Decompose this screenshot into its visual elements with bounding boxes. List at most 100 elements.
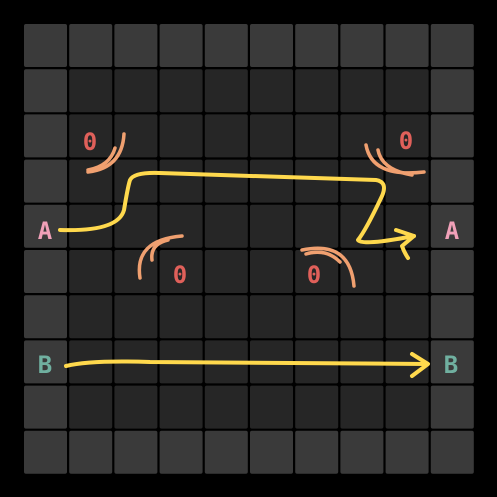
board-tile xyxy=(69,295,113,339)
board-tile xyxy=(24,114,67,158)
guard-label: 0 xyxy=(399,127,413,155)
board-tile xyxy=(24,295,67,339)
board-tile xyxy=(204,385,248,429)
guard-label: 0 xyxy=(83,128,97,156)
guard-label: 0 xyxy=(307,261,321,289)
board-tile xyxy=(250,159,293,203)
guard-sensors xyxy=(86,132,426,288)
board-tile xyxy=(114,430,158,474)
path-a xyxy=(58,170,416,245)
sensor-arc-3b xyxy=(137,234,184,280)
board-tile xyxy=(114,24,158,67)
board-tile xyxy=(24,430,67,474)
sensor-arc-2b xyxy=(364,143,426,175)
board-tile xyxy=(385,114,429,158)
board-tile xyxy=(430,69,474,113)
board-tile xyxy=(159,69,203,113)
board-tile xyxy=(430,250,474,293)
board-tile xyxy=(295,295,339,339)
board-tile xyxy=(204,159,248,203)
board-tile xyxy=(430,24,474,67)
board-tile xyxy=(430,204,474,248)
board-tile xyxy=(69,430,113,474)
board-tile xyxy=(250,114,293,158)
board-tile xyxy=(385,159,429,203)
board-tile xyxy=(295,159,339,203)
board-tile xyxy=(430,430,474,474)
board-tile xyxy=(250,69,293,113)
board-tile xyxy=(204,69,248,113)
sensor-arc-3a xyxy=(150,238,170,262)
board-tile xyxy=(295,204,339,248)
board-tile xyxy=(69,385,113,429)
board-tile xyxy=(159,250,203,293)
board-tile xyxy=(430,159,474,203)
board-tile xyxy=(340,114,384,158)
board-tile xyxy=(159,24,203,67)
board-tile xyxy=(159,159,203,203)
board-tile xyxy=(250,204,293,248)
board-tile xyxy=(24,385,67,429)
board-tile xyxy=(114,159,158,203)
label-b-left: B xyxy=(38,351,52,379)
board-tile xyxy=(69,250,113,293)
path-a-arrowhead xyxy=(394,228,416,260)
path-b-arrowhead xyxy=(410,352,430,378)
sensor-arc-4b xyxy=(300,246,356,288)
board-tile xyxy=(114,295,158,339)
board-tile xyxy=(114,250,158,293)
board-tile xyxy=(340,250,384,293)
board-tile xyxy=(385,385,429,429)
board-tile xyxy=(385,204,429,248)
label-a-right: A xyxy=(445,217,460,245)
board-tile xyxy=(340,69,384,113)
board-tile xyxy=(114,385,158,429)
board-tile xyxy=(24,159,67,203)
board-tile xyxy=(114,114,158,158)
label-a-left: A xyxy=(38,217,53,245)
board-tile xyxy=(250,250,293,293)
board-tile xyxy=(295,250,339,293)
board-tile xyxy=(430,295,474,339)
board-tile xyxy=(204,24,248,67)
path-b xyxy=(64,359,428,368)
board-tile xyxy=(385,430,429,474)
board-tile xyxy=(250,385,293,429)
board-tile xyxy=(385,250,429,293)
board-tile xyxy=(295,69,339,113)
board-tile xyxy=(340,430,384,474)
label-b-right: B xyxy=(444,351,458,379)
board-tile xyxy=(114,69,158,113)
board-tile xyxy=(295,114,339,158)
board-tile xyxy=(69,114,113,158)
route-paths xyxy=(58,170,430,378)
guard-label: 0 xyxy=(173,261,187,289)
board-tile xyxy=(340,295,384,339)
board-tile xyxy=(69,204,113,248)
board-tile xyxy=(159,430,203,474)
guards: 0 0 0 0 xyxy=(83,127,413,289)
board-tile xyxy=(430,340,474,384)
board-tile xyxy=(159,114,203,158)
board-tile xyxy=(204,114,248,158)
board-tile xyxy=(159,295,203,339)
board-tile xyxy=(24,340,67,384)
board-tile xyxy=(430,385,474,429)
board-tile xyxy=(295,385,339,429)
board-tile xyxy=(159,385,203,429)
board-tile xyxy=(24,24,67,67)
board-tile xyxy=(204,204,248,248)
board-tile xyxy=(250,295,293,339)
board-tile xyxy=(69,24,113,67)
board-tile xyxy=(295,24,339,67)
sensor-arc-1a xyxy=(86,146,117,172)
board-tile xyxy=(430,114,474,158)
board-tile xyxy=(250,24,293,67)
board-tile xyxy=(250,430,293,474)
board-tile xyxy=(385,295,429,339)
board-tile xyxy=(385,69,429,113)
board-tile xyxy=(204,430,248,474)
board-tile xyxy=(340,385,384,429)
board-tile xyxy=(385,24,429,67)
